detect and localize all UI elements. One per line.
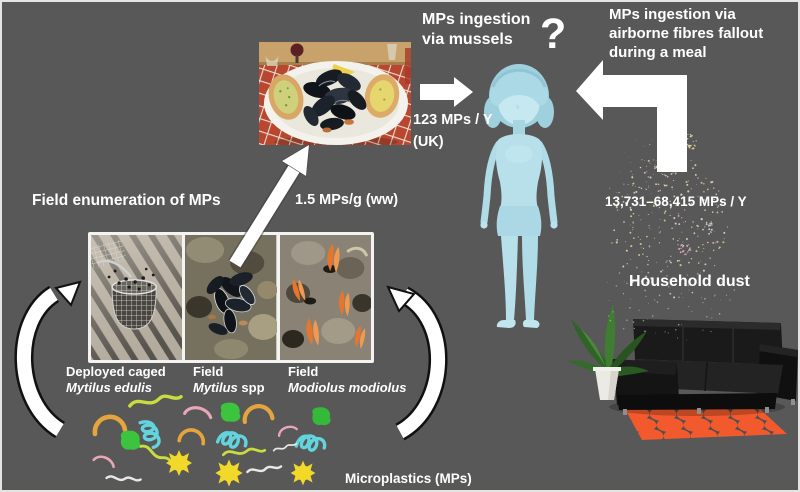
photo-field-mytilus	[185, 235, 277, 360]
caption-deployed-cage: Deployed caged Mytilus edulis	[66, 364, 166, 395]
mussel-cage	[111, 279, 157, 330]
garlic-bread-left	[268, 74, 304, 120]
person-neck	[513, 120, 525, 136]
photo-modiolus-bed	[279, 235, 371, 360]
field-photo-strip	[88, 232, 374, 363]
photo-deployed-cage	[91, 235, 183, 360]
airborne-route-label: MPs ingestion via airborne fibres fallou…	[609, 6, 764, 62]
species-name: Modiolus modiolus	[288, 379, 407, 395]
mussels-intake-region: (UK)	[413, 134, 444, 150]
arrow-dust-to-person	[576, 60, 687, 172]
tissue-concentration-value: 1.5 MPs/g (ww)	[295, 192, 399, 208]
person-head	[484, 64, 554, 128]
garlic-bread-right	[364, 74, 400, 118]
person-figure	[480, 64, 558, 328]
dust-intake-value: 13,731–68,415 MPs / Y	[605, 194, 747, 209]
microplastic-fibres-and-fragments	[92, 392, 331, 487]
arrow-cycle-right	[386, 285, 448, 441]
mussel-meal-photo	[259, 42, 411, 145]
living-room-scene	[567, 305, 798, 440]
mussel-cluster	[206, 272, 256, 335]
mussel-seed-dots	[107, 267, 155, 291]
arrow-cycle-left	[14, 280, 82, 439]
caption-modiolus: Field Modiolus modiolus	[288, 364, 406, 395]
species-name: Mytilus	[193, 379, 238, 395]
species-name: Mytilus edulis	[66, 379, 152, 395]
sofa	[611, 319, 798, 415]
potted-plant	[567, 305, 649, 400]
mussels-intake-value: 123 MPs / Y	[413, 112, 493, 128]
cooked-mussels	[303, 69, 367, 133]
caption-field-mytilus: Field Mytilus spp	[193, 364, 265, 395]
caption-line1: Field	[288, 364, 319, 379]
person-body	[480, 134, 558, 328]
mussels-route-label: MPs ingestion via mussels	[422, 11, 531, 49]
microplastics-illustration	[92, 392, 331, 487]
household-dust-label: Household dust	[629, 273, 750, 290]
microplastics-label: Microplastics (MPs)	[345, 471, 472, 486]
wine-glasses	[265, 43, 397, 66]
question-mark: ?	[540, 10, 567, 58]
caption-line1: Field	[193, 364, 224, 379]
field-enumeration-heading: Field enumeration of MPs	[32, 192, 221, 209]
caption-line1: Deployed caged	[66, 364, 166, 379]
